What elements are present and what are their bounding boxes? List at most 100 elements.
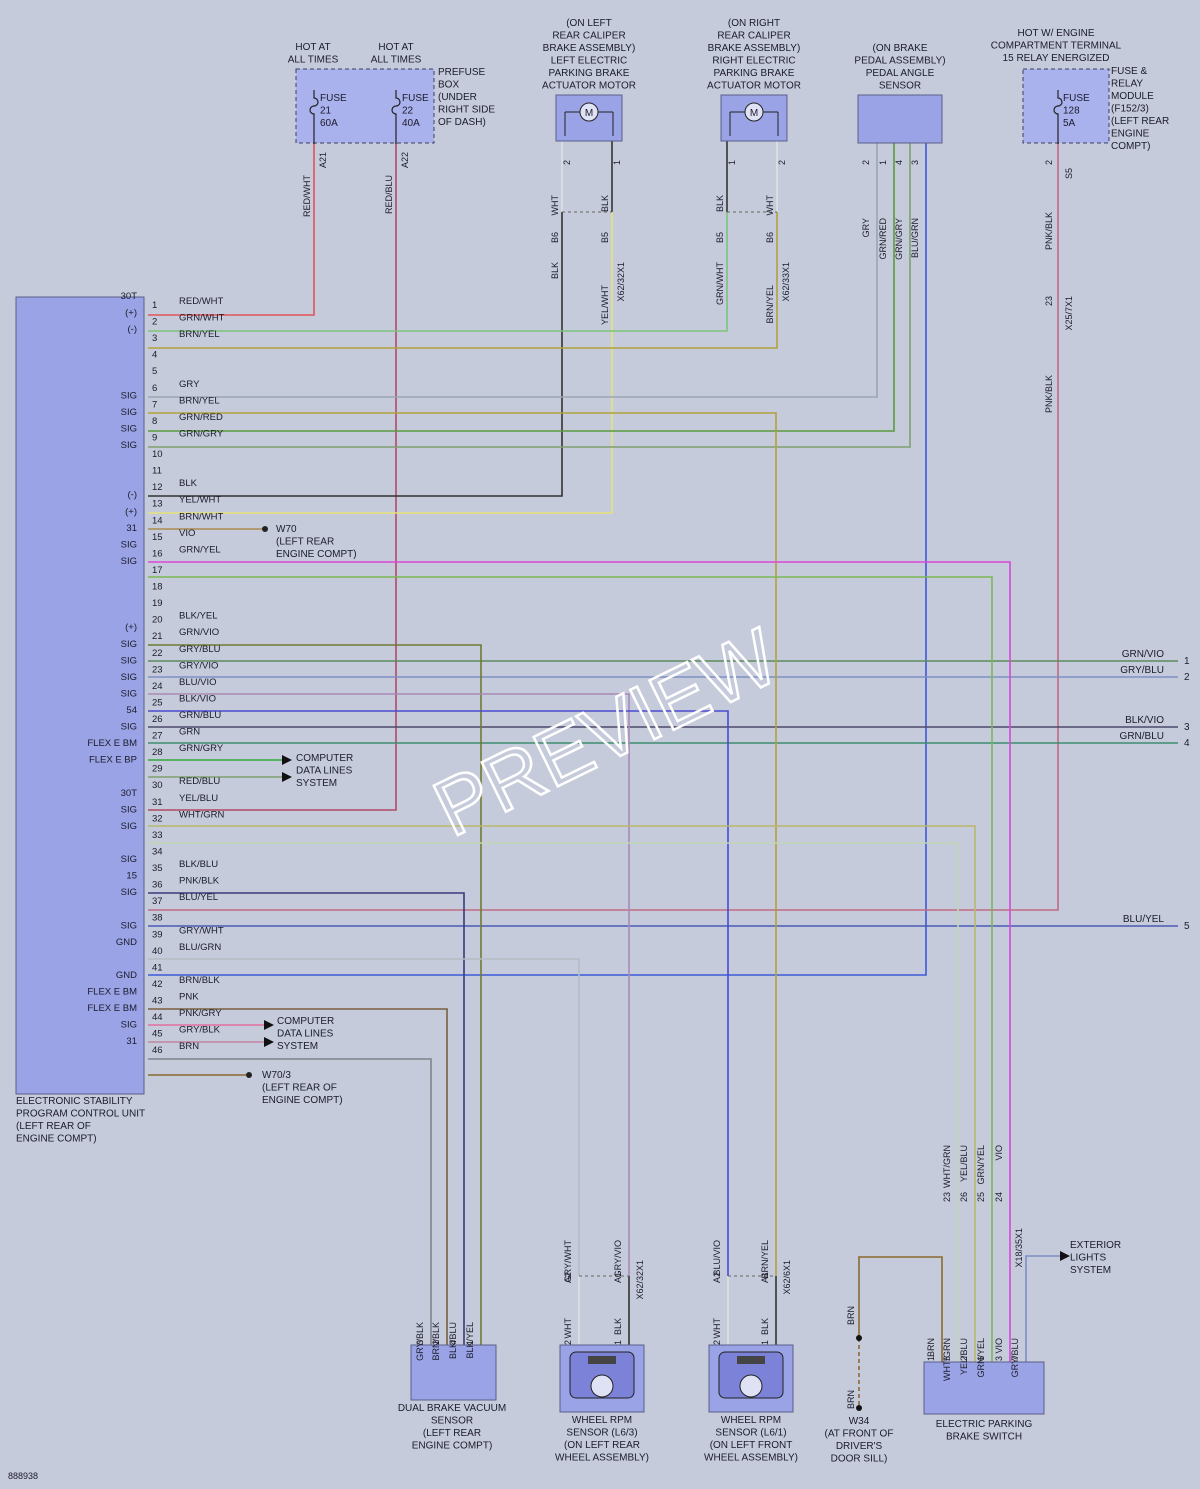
wheel-front-wire-a: WHT [712, 1318, 722, 1339]
epb-conn-pin-1: 26 [959, 1192, 969, 1202]
pin-terminal-17: SIG [121, 556, 137, 567]
pin-wire-color-3: BRN/YEL [179, 329, 220, 340]
left-motor-title-line-4: PARKING BRAKE [549, 68, 630, 79]
w34-label-line-0: W34 [849, 1416, 870, 1427]
pin-number-18: 18 [152, 582, 163, 593]
fuse22-hot-label-line-0: HOT AT [378, 42, 413, 53]
pin-wire-color-40: BLU/GRN [179, 942, 221, 953]
pin-wire-color-36: PNK/BLK [179, 876, 220, 887]
ground-w70-label-line-1: (LEFT REAR [276, 537, 334, 548]
relay-hot-label-line-0: HOT W/ ENGINE [1017, 28, 1094, 39]
relay-module-label-line-0: FUSE & [1111, 66, 1147, 77]
fuse22-label-line-2: 40A [402, 118, 420, 129]
pin-number-38: 38 [152, 913, 163, 924]
pin-wire-color-8: GRN/RED [179, 412, 223, 423]
pin-number-25: 25 [152, 697, 163, 708]
epb-wire-label-4: VIO [994, 1338, 1004, 1354]
pin-wire-color-12: BLK [179, 478, 198, 489]
relay-module-label-line-6: COMPT) [1111, 141, 1150, 152]
pin-number-34: 34 [152, 846, 163, 857]
pin-wire-color-22: GRY/BLU [179, 644, 221, 655]
vacuum-wire-2 [148, 892, 465, 1345]
epb-pin-0: 1 [926, 1356, 936, 1361]
wheel-front-wire-b: BLK [760, 1318, 770, 1335]
exterior-lights-label-line-2: SYSTEM [1070, 1265, 1111, 1276]
relay-module-label-line-2: MODULE [1111, 91, 1154, 102]
relay-hot-label-line-1: COMPARTMENT TERMINAL [991, 41, 1122, 52]
right-motor-title-line-3: RIGHT ELECTRIC [712, 56, 795, 67]
epb-wire-label-0: BRN [926, 1338, 936, 1357]
esp-control-unit [15, 296, 145, 1095]
epb-switch-title-line-0: ELECTRIC PARKING [936, 1419, 1033, 1430]
pin-terminal-25: SIG [121, 688, 137, 699]
pin-wire-color-46: BRN [179, 1041, 199, 1052]
right-motor-title-line-5: ACTUATOR MOTOR [707, 81, 801, 92]
wire-grn-wht [148, 212, 728, 332]
pin-wire-color-14: BRN/WHT [179, 511, 224, 522]
wheel-rear-title-line-1: SENSOR (L6/3) [566, 1428, 637, 1439]
pin-wire-color-7: BRN/YEL [179, 395, 220, 406]
right-motor-wire-b: WHT [765, 195, 775, 216]
ground-w70-3-label-line-2: ENGINE COMPT) [262, 1095, 343, 1106]
w34-label-line-1: (AT FRONT OF [825, 1429, 894, 1440]
w34-wire-lower-label: BRN [846, 1390, 856, 1409]
pin-number-35: 35 [152, 863, 163, 874]
prefuse-wire-red-wht: RED/WHT [302, 175, 312, 217]
left-motor-title-line-3: LEFT ELECTRIC [551, 56, 628, 67]
relay-module-label-line-3: (F152/3) [1111, 104, 1149, 115]
wheel-front-upper-wire-b [148, 412, 777, 1276]
pin-number-7: 7 [152, 399, 157, 410]
pin-terminal-39: SIG [121, 920, 137, 931]
wheel-rear-top-wire-b: GRY/VIO [613, 1240, 623, 1277]
pedal-sensor-title-line-1: PEDAL ASSEMBLY) [854, 56, 945, 67]
pin-wire-color-23: GRY/VIO [179, 660, 218, 671]
w34-label-line-3: DOOR SILL) [831, 1454, 888, 1465]
data-arrow-pnk [264, 1020, 274, 1030]
fuse21-hot-label-line-0: HOT AT [295, 42, 330, 53]
pin-wire-color-20: BLK/YEL [179, 611, 218, 622]
right-motor-wire-a2: GRN/WHT [715, 262, 725, 305]
ground-w70-label-line-0: W70 [276, 524, 297, 535]
pin-number-9: 9 [152, 432, 157, 443]
pin-terminal-33: SIG [121, 821, 137, 832]
exit-number-3: 4 [1184, 738, 1190, 749]
pedal-pin-1: 1 [878, 160, 888, 165]
vacuum-pin-2: 4 [448, 1340, 458, 1345]
components-layer [15, 68, 1110, 1415]
pin-terminal-24: SIG [121, 672, 137, 683]
pin-number-29: 29 [152, 764, 163, 775]
module-caption-line-1: PROGRAM CONTROL UNIT [16, 1109, 145, 1120]
prefuse-box [295, 68, 435, 144]
pin-terminal-31: 30T [121, 788, 138, 799]
pin-number-2: 2 [152, 317, 157, 328]
exit-number-1: 2 [1184, 672, 1190, 683]
wheel-front-top-wire-a: BLU/VIO [712, 1240, 722, 1276]
pin-wire-color-45: GRY/BLK [179, 1025, 221, 1036]
vacuum-sensor-title-line-1: SENSOR [431, 1416, 473, 1427]
wheel-front-top-wire-b: BRN/YEL [760, 1240, 770, 1279]
wire-brn-switch [858, 1256, 943, 1362]
prefuse-box-label-line-3: RIGHT SIDE [438, 105, 495, 116]
pin-terminal-3: (-) [128, 324, 138, 335]
fuse22-hot-label-line-1: ALL TIMES [371, 55, 422, 66]
data-arrow-grn [282, 755, 292, 765]
exit-wire-label-1: GRY/BLU [1120, 665, 1164, 676]
pin-number-15: 15 [152, 532, 163, 543]
pin-wire-color-24: BLU/VIO [179, 677, 217, 688]
wire-red-wht [148, 143, 315, 316]
pedal-sensor-title-line-0: (ON BRAKE [872, 43, 927, 54]
data-lines-b-label-line-1: DATA LINES [277, 1029, 334, 1040]
pin-terminal-29: FLEX E BP [89, 755, 137, 766]
epb-switch-body [923, 1361, 1045, 1415]
data-lines-a-label-line-1: DATA LINES [296, 766, 353, 777]
pin-wire-color-2: GRN/WHT [179, 313, 225, 324]
pin-wire-color-9: GRN/GRY [179, 428, 224, 439]
left-motor-motor-letter: M [585, 108, 593, 119]
pin-wire-color-28: GRN/GRY [179, 743, 224, 754]
data-lines-b-label-line-2: SYSTEM [277, 1041, 318, 1052]
pin-wire-color-44: PNK/GRY [179, 1008, 222, 1019]
right-motor-connector: X62/33X1 [781, 262, 791, 302]
right-motor-conn-b: B6 [765, 232, 775, 243]
wire-red-blu [148, 143, 397, 811]
